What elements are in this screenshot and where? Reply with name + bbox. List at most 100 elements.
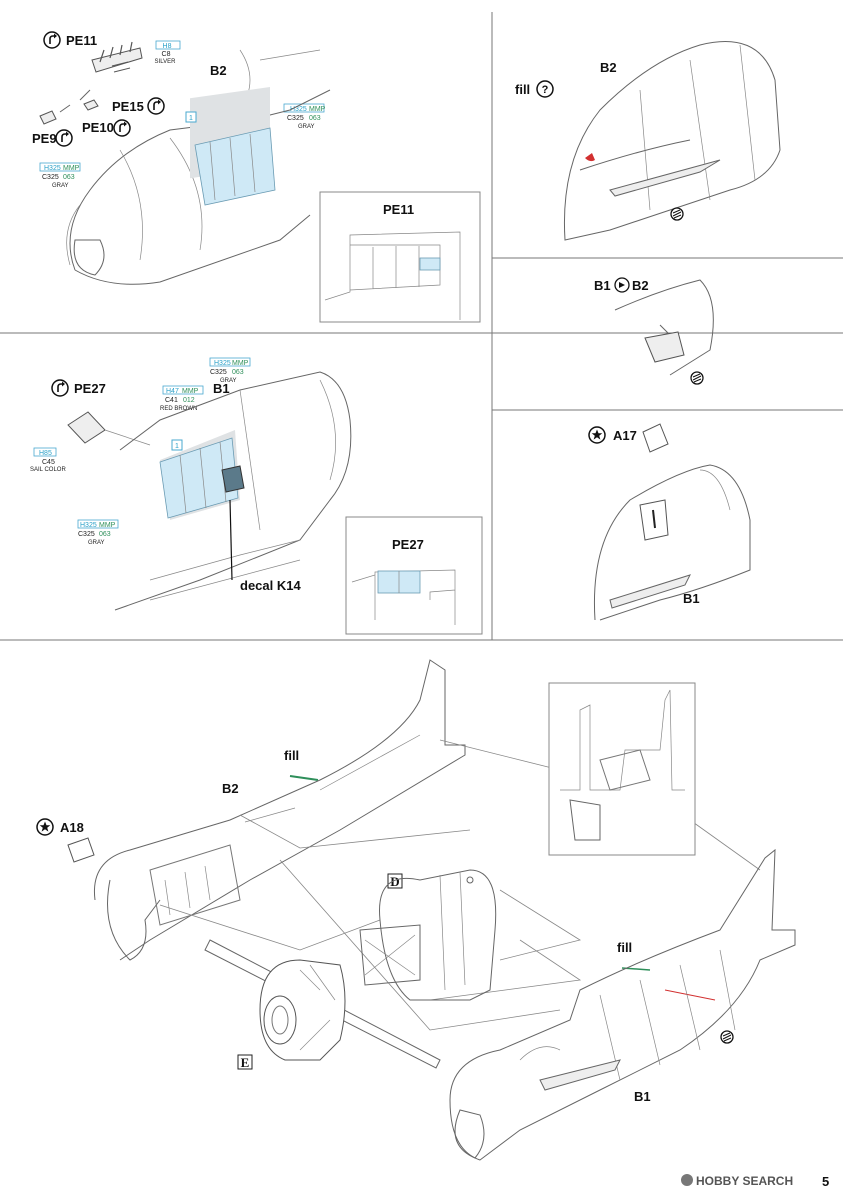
step-panel-pe27: PE27 B1 H325 MMP C325 063 GRAY H47 MMP C…: [30, 357, 483, 635]
watermark-logo: HOBBY SEARCH: [681, 1174, 793, 1188]
svg-text:C8: C8: [162, 51, 171, 58]
svg-text:C325: C325: [42, 174, 59, 181]
step-panel-b1-b2: B1 B2: [594, 277, 714, 385]
svg-text:B2: B2: [632, 278, 649, 293]
svg-text:C325: C325: [287, 115, 304, 122]
step-panel-fuselage-assembly: fill B2 A18 D: [36, 659, 796, 1161]
inset-pe11: PE11: [319, 191, 481, 323]
svg-text:063: 063: [309, 115, 321, 122]
svg-text:GRAY: GRAY: [220, 378, 237, 384]
fuselage-detail-b1: [614, 279, 714, 376]
bend-icon: [147, 97, 165, 115]
canopy-glass: [194, 127, 276, 206]
color-callout-gray: H325 MMP C325 063 GRAY: [209, 357, 251, 384]
label-b1: B1: [213, 381, 230, 396]
svg-text:GRAY: GRAY: [52, 183, 69, 189]
step-panel-a17: A17 B1: [588, 423, 751, 621]
label-b2: B2: [210, 63, 227, 78]
svg-text:MMP: MMP: [63, 165, 80, 172]
fuselage-front-b2: [66, 49, 331, 285]
svg-text:012: 012: [183, 397, 195, 404]
svg-text:H47: H47: [166, 388, 179, 395]
option-star-icon: [588, 426, 606, 444]
svg-text:GRAY: GRAY: [298, 124, 315, 130]
remove-part-icon: [690, 371, 704, 385]
svg-text:MMP: MMP: [309, 106, 326, 113]
option-star-icon: [36, 818, 54, 836]
label-fill: fill: [284, 748, 299, 763]
step-panel-fill: B2 fill ?: [515, 41, 781, 241]
engine-mount-e: [204, 939, 441, 1069]
color-callout-silver: H8 C8 SILVER: [155, 40, 181, 65]
svg-text:PE11: PE11: [383, 202, 414, 217]
label-b1: B1: [634, 1089, 651, 1104]
svg-text:C45: C45: [42, 459, 55, 466]
label-e: E: [241, 1055, 250, 1070]
svg-text:H325: H325: [44, 165, 61, 172]
pe11-part: [91, 47, 143, 73]
color-callout-gray: H325 MMP C325 063 GRAY: [39, 162, 81, 189]
svg-text:GRAY: GRAY: [88, 540, 105, 546]
fuselage-half-b2: [93, 659, 466, 961]
remove-part-icon: [720, 1030, 734, 1044]
svg-text:A17: A17: [613, 428, 637, 443]
page-number: 5: [822, 1174, 829, 1189]
fill-area: [585, 153, 595, 162]
bend-icon: [113, 119, 131, 137]
svg-text:H85: H85: [39, 450, 52, 457]
label-fill: fill: [617, 940, 632, 955]
label-b2: B2: [222, 781, 239, 796]
svg-text:A18: A18: [60, 820, 84, 835]
bend-icon: [55, 129, 73, 147]
bend-icon: [51, 379, 69, 397]
fuselage-side-b2: [563, 41, 781, 241]
label-b2: B2: [600, 60, 617, 75]
svg-text:C325: C325: [78, 531, 95, 538]
canopy-glass: [159, 437, 239, 519]
svg-text:063: 063: [99, 531, 111, 538]
color-callout-gray: H325 MMP C325 063 GRAY: [77, 519, 119, 546]
svg-text:063: 063: [63, 174, 75, 181]
fuselage-side-b1: [593, 464, 751, 621]
step-panel-pe11: PE11 H8 C8 SILVER PE15 PE10 PE9 B2 H325: [32, 31, 481, 323]
svg-text:B1: B1: [594, 278, 611, 293]
svg-text:C325: C325: [210, 369, 227, 376]
svg-text:RED BROWN: RED BROWN: [160, 406, 197, 412]
glass-number: 1: [189, 115, 193, 122]
cockpit-assembly-d: [359, 869, 497, 1001]
svg-text:H325: H325: [214, 360, 231, 367]
label-pe15: PE15: [112, 99, 144, 114]
bend-icon: [43, 31, 61, 49]
join-arrow-icon: [614, 277, 630, 293]
fuselage-cockpit-b1: [114, 371, 352, 611]
label-pe9: PE9: [32, 131, 57, 146]
svg-text:SAIL COLOR: SAIL COLOR: [30, 467, 66, 473]
svg-text:C41: C41: [165, 397, 178, 404]
assembly-guides: [159, 739, 761, 1031]
svg-text:?: ?: [542, 84, 549, 96]
svg-text:MMP: MMP: [99, 522, 116, 529]
svg-text:H325: H325: [80, 522, 97, 529]
inset-pe27: PE27: [345, 516, 483, 635]
svg-text:063: 063: [232, 369, 244, 376]
glass-number: 1: [175, 443, 179, 450]
fuselage-half-b1: [449, 848, 796, 1161]
label-pe10: PE10: [82, 120, 114, 135]
svg-text:MMP: MMP: [232, 360, 249, 367]
svg-text:MMP: MMP: [182, 388, 199, 395]
label-pe27: PE27: [74, 381, 106, 396]
remove-part-icon: [670, 207, 684, 221]
svg-text:HOBBY SEARCH: HOBBY SEARCH: [696, 1174, 793, 1188]
svg-text:H8: H8: [163, 43, 172, 50]
label-pe11: PE11: [66, 33, 97, 48]
panel-frame: [0, 12, 843, 641]
label-d: D: [390, 874, 399, 889]
svg-text:PE27: PE27: [392, 537, 424, 552]
color-callout-sail: H85 C45 SAIL COLOR: [30, 447, 66, 473]
question-icon: ?: [536, 80, 554, 98]
svg-text:B1: B1: [683, 591, 700, 606]
label-decal: decal K14: [240, 578, 301, 593]
color-callout-red-brown: H47 MMP C41 012 RED BROWN: [160, 385, 204, 412]
svg-text:H325: H325: [290, 106, 307, 113]
